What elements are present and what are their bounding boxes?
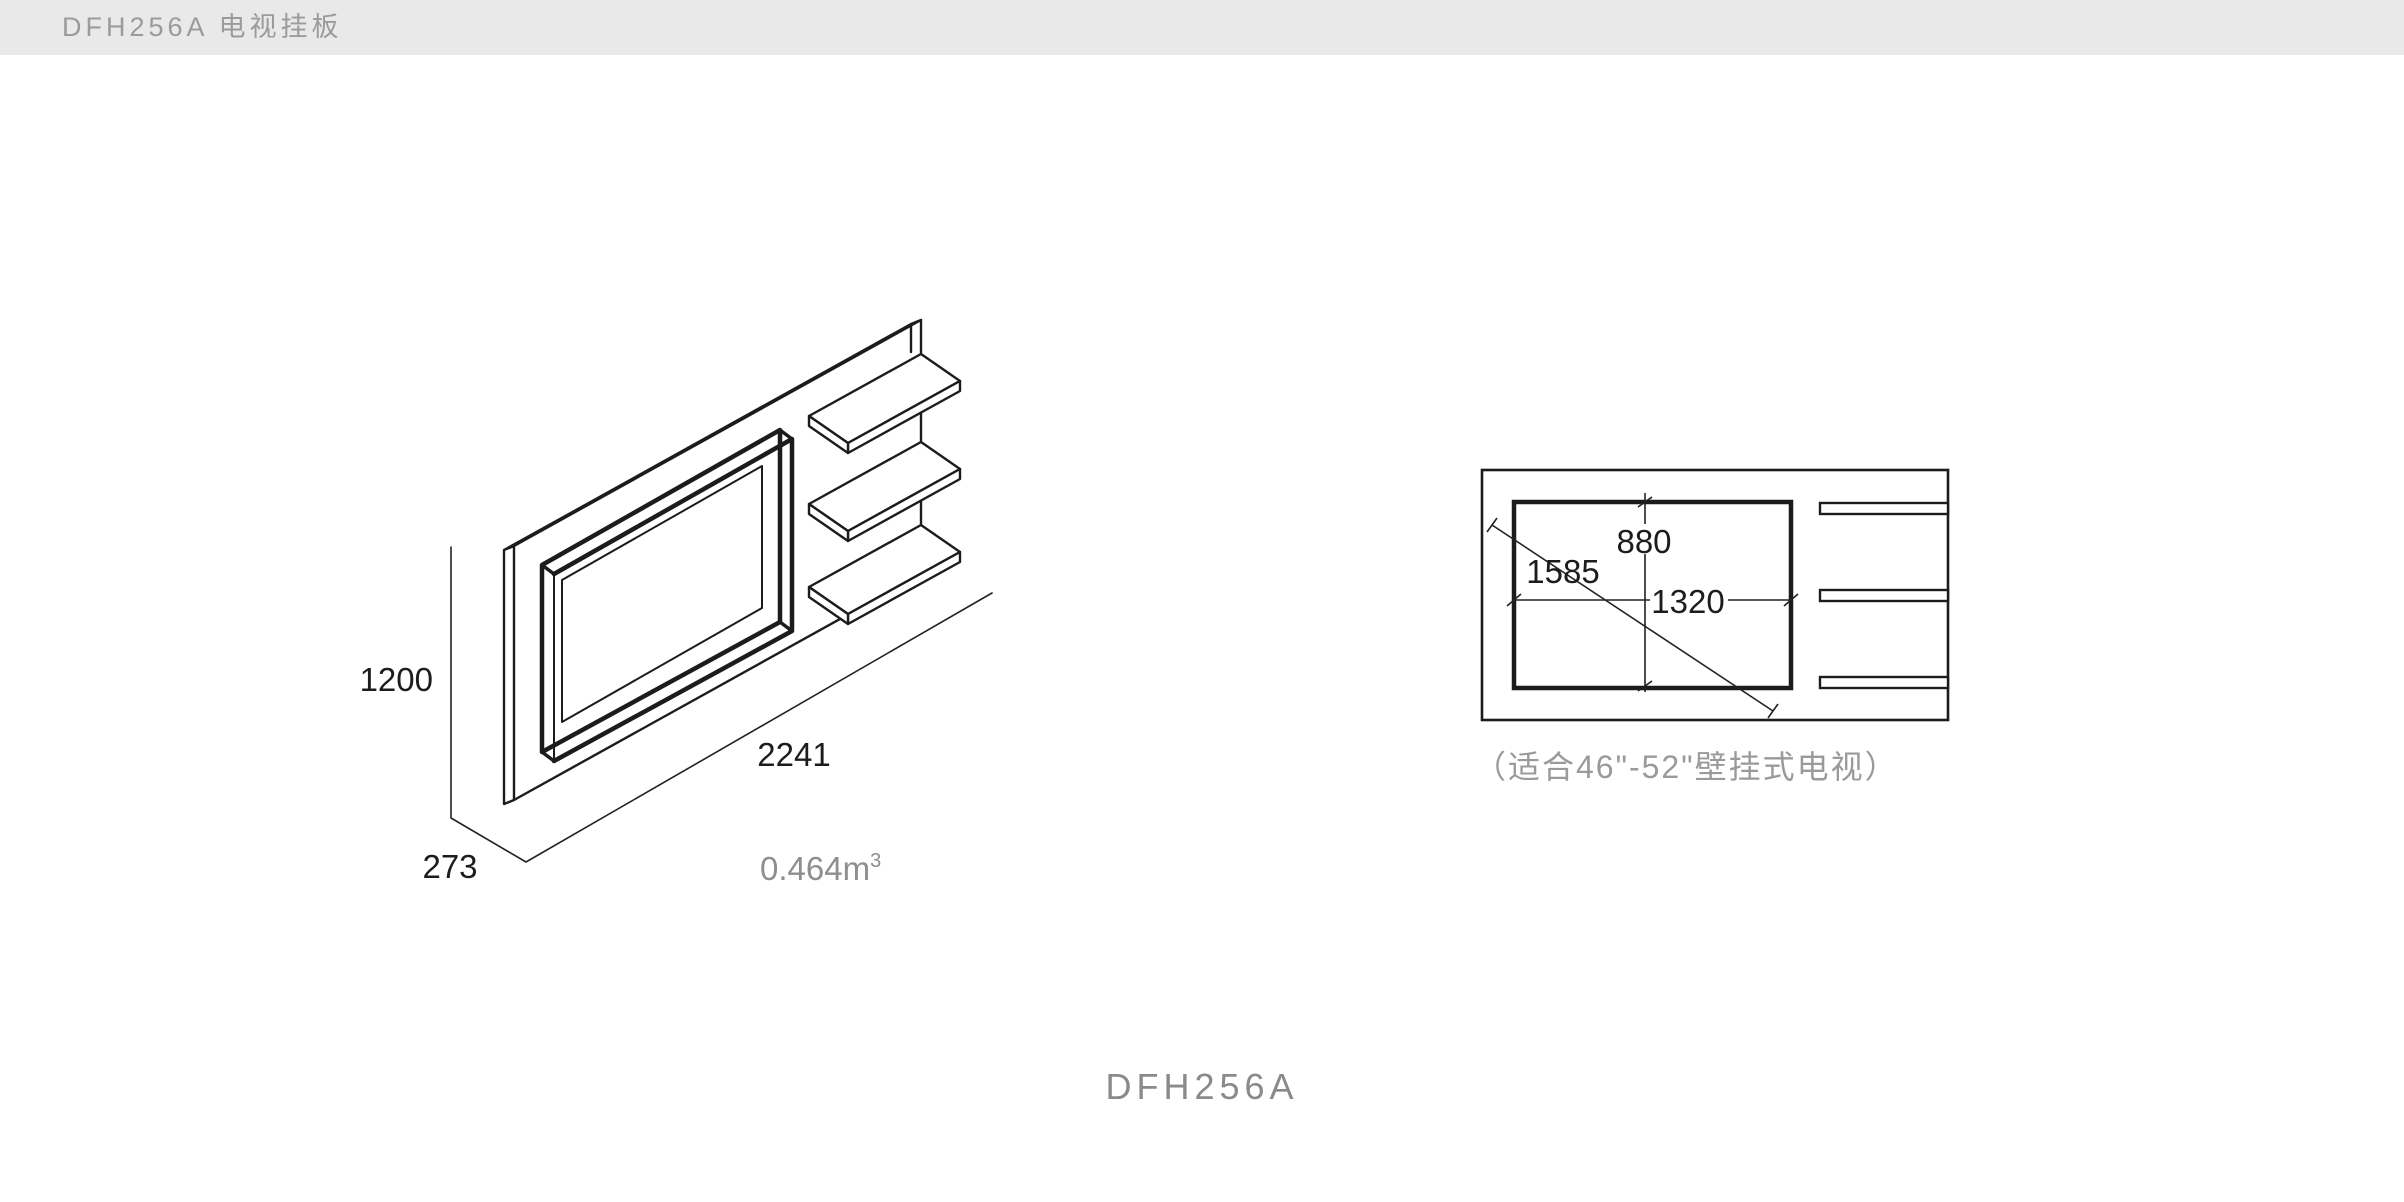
- tv-height-label: 880: [1616, 523, 1671, 560]
- front-shelf-top: [1818, 501, 1950, 516]
- label-backing: [1650, 586, 1728, 614]
- iso-volume-exponent: 3: [870, 850, 881, 872]
- panel-thickness-edges: [502, 318, 923, 806]
- tv-frame-inner-opening: [561, 465, 763, 723]
- tv-diagonal-dim-line: [1486, 517, 1779, 719]
- shelf-top: [807, 352, 962, 455]
- iso-width-label: 2241: [757, 736, 830, 773]
- shelf-bottom: [807, 523, 962, 626]
- iso-volume-label: 0.464m3: [760, 850, 881, 887]
- iso-depth-label: 273: [422, 848, 477, 885]
- iso-height-label: 1200: [360, 661, 433, 698]
- shelf-left-face: [807, 502, 850, 543]
- iso-dimension-labels: 1200 2241 273 0.464m3: [360, 661, 882, 887]
- shelf-left-face: [807, 414, 850, 455]
- front-dimension-labels: 880 1585 1320: [1526, 523, 1724, 620]
- page-title: DFH256A 电视挂板: [62, 12, 343, 42]
- iso-dimension-lines: [450, 546, 993, 863]
- tv-diagonal-label: 1585: [1526, 553, 1599, 590]
- shelf-left-face: [807, 585, 850, 626]
- front-dimension-lines: [1486, 493, 1799, 719]
- header-bar: DFH256A 电视挂板: [0, 0, 2404, 55]
- shelf-middle: [807, 440, 962, 543]
- iso-volume-value: 0.464m: [760, 850, 870, 887]
- model-number: DFH256A: [1105, 1066, 1299, 1107]
- label-backing: [1614, 524, 1676, 554]
- front-shelf-bottom: [1818, 675, 1950, 690]
- tv-frame-outer-front-ring: [551, 436, 795, 764]
- isometric-drawing: [450, 318, 993, 863]
- front-shelf-middle: [1818, 588, 1950, 603]
- front-view-caption: （适合46"-52"壁挂式电视）: [1474, 749, 1899, 785]
- front-view-drawing: [1480, 468, 1950, 722]
- tv-width-label: 1320: [1651, 583, 1724, 620]
- tv-frame-corner-joins: [540, 428, 794, 763]
